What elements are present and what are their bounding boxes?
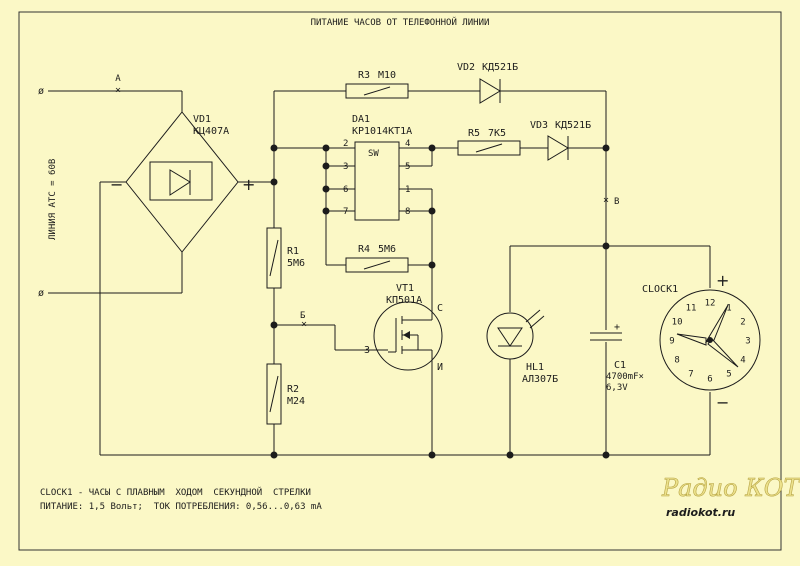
r1-resistor: R1 5М6 <box>266 227 305 289</box>
r5-resistor: R5 7К5 <box>457 128 521 156</box>
clock-ref: CLOCK1 <box>642 284 678 295</box>
point-v-mark: × <box>603 195 609 206</box>
vd2-type: КД521Б <box>482 62 518 73</box>
note-line-1: CLOCK1 - ЧАСЫ С ПЛАВНЫМ ХОДОМ СЕКУНДНОЙ … <box>40 486 311 498</box>
r2-ref: R2 <box>287 384 299 395</box>
vt1-transistor: VT1 КП501А 3 С И <box>364 283 443 455</box>
clock-number-1: 1 <box>726 304 731 314</box>
c1-plus: + <box>614 322 620 333</box>
c1-ref: C1 <box>614 360 626 371</box>
da1-type: КР1014КТ1А <box>352 126 412 137</box>
c1-value: 4700mF× <box>606 372 644 382</box>
da1-pin-8: 8 <box>405 207 410 217</box>
da1-ic: SW DA1 КР1014КТ1А 2 3 6 7 4 5 1 8 <box>274 114 433 306</box>
clock-number-2: 2 <box>740 318 745 328</box>
r5-ref: R5 <box>468 128 480 139</box>
clock-number-11: 11 <box>686 304 697 314</box>
clock-number-7: 7 <box>688 369 693 379</box>
da1-ref: DA1 <box>352 114 370 125</box>
da1-pin-6: 6 <box>343 185 348 195</box>
vt1-pin-source: И <box>437 362 443 373</box>
da1-pin-1: 1 <box>405 185 410 195</box>
bridge-minus: − <box>110 175 123 194</box>
r2-value: М24 <box>287 396 305 407</box>
clock-number-3: 3 <box>745 337 750 347</box>
point-b-mark: × <box>301 319 307 330</box>
vd3-diode: VD3 КД521Б <box>530 120 591 161</box>
hl1-ref: HL1 <box>526 362 544 373</box>
clock-minus: − <box>716 393 729 412</box>
clock-plus: + <box>716 271 729 290</box>
terminal-bottom: ø <box>38 288 44 299</box>
clock-number-6: 6 <box>707 375 712 385</box>
r3-resistor: R3 М10 <box>345 70 409 99</box>
clock-number-8: 8 <box>674 356 679 366</box>
point-a-label: А <box>115 74 121 84</box>
clock-number-9: 9 <box>669 337 674 347</box>
hl1-type: АЛ307Б <box>522 374 558 385</box>
vt1-type: КП501А <box>386 295 422 306</box>
r4-resistor: R4 5М6 <box>345 244 409 273</box>
da1-pin-3: 3 <box>343 162 348 172</box>
vd3-type: КД521Б <box>555 120 591 131</box>
junctions <box>270 144 610 459</box>
terminal-top: ø <box>38 86 44 97</box>
logo-top: Радио КОТ <box>661 474 800 502</box>
c1-capacitor: + C1 4700mF× 6,3V <box>586 322 644 393</box>
vd2-diode: VD2 КД521Б <box>457 62 518 104</box>
point-b-label: Б <box>300 311 305 321</box>
radiokot-logo: Радио КОТ radiokot.ru <box>661 474 800 519</box>
line-label: ЛИНИЯ АТС = 60В <box>48 159 58 240</box>
line-input: ø ø × А ЛИНИЯ АТС = 60В <box>38 74 183 299</box>
r4-value: 5М6 <box>378 244 396 255</box>
vd1-type: КЦ407А <box>193 126 229 137</box>
r1-value: 5М6 <box>287 258 305 269</box>
vt1-pin-drain: С <box>437 303 443 314</box>
diagram-title: ПИТАНИЕ ЧАСОВ ОТ ТЕЛЕФОННОЙ ЛИНИИ <box>311 16 490 28</box>
clock-number-5: 5 <box>726 369 731 379</box>
da1-pin-4: 4 <box>405 139 410 149</box>
da1-inner: SW <box>368 149 379 159</box>
hl1-led: HL1 АЛ307Б <box>486 309 558 385</box>
r3-ref: R3 <box>358 70 370 81</box>
point-v-label: В <box>614 197 619 207</box>
vd1-bridge: VD1 КЦ407А + − <box>99 111 274 455</box>
da1-pin-5: 5 <box>405 162 410 172</box>
frame <box>18 11 782 551</box>
r5-value: 7К5 <box>488 128 506 139</box>
clock-number-4: 4 <box>740 356 745 366</box>
c1-voltage: 6,3V <box>606 383 628 393</box>
clock-number-12: 12 <box>705 299 716 309</box>
vd2-ref: VD2 <box>457 62 475 73</box>
vd3-ref: VD3 <box>530 120 548 131</box>
da1-pin-2: 2 <box>343 139 348 149</box>
bridge-plus: + <box>242 175 255 194</box>
da1-pin-7: 7 <box>343 207 348 217</box>
r1-ref: R1 <box>287 246 299 257</box>
point-a-mark: × <box>115 85 121 96</box>
vd1-ref: VD1 <box>193 114 211 125</box>
r3-value: М10 <box>378 70 396 81</box>
r4-ref: R4 <box>358 244 370 255</box>
clock-number-10: 10 <box>672 318 683 328</box>
vt1-pin-gate: 3 <box>364 345 370 356</box>
r2-resistor: R2 М24 <box>266 363 305 425</box>
vt1-ref: VT1 <box>396 283 414 294</box>
note-line-2: ПИТАНИЕ: 1,5 Вольт; ТОК ПОТРЕБЛЕНИЯ: 0,5… <box>40 502 322 512</box>
logo-bottom: radiokot.ru <box>666 506 735 519</box>
